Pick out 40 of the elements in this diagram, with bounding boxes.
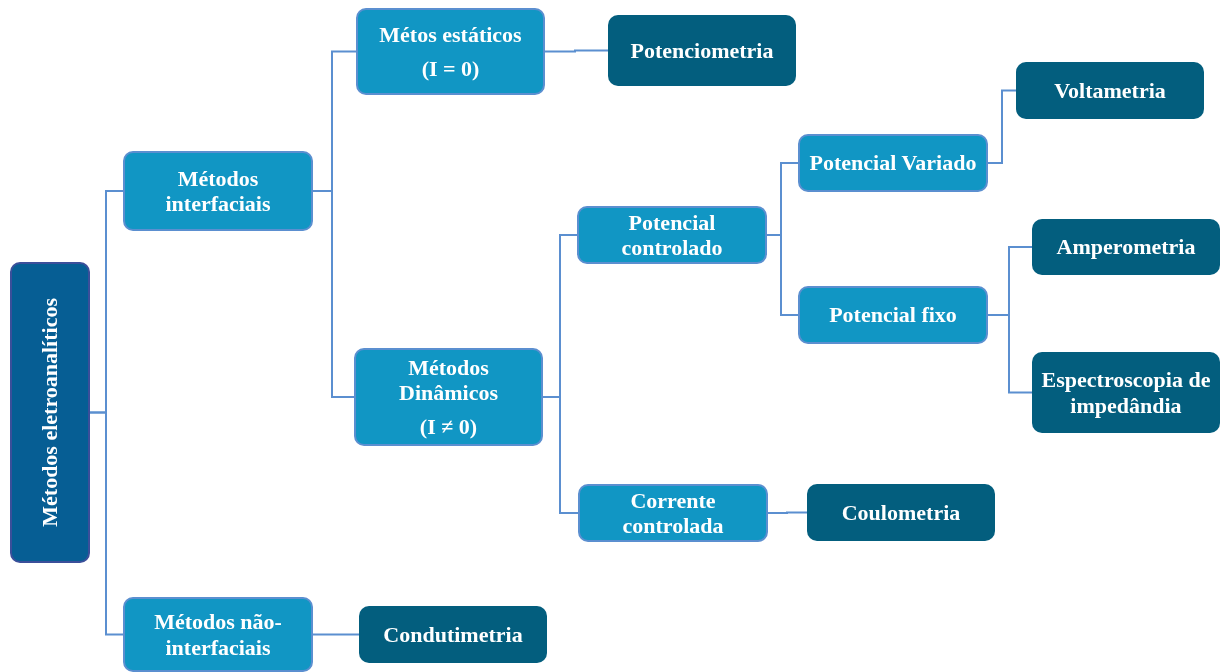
method-box <box>1032 219 1220 275</box>
category-box <box>356 8 545 95</box>
method-box <box>1016 62 1204 119</box>
box-label: Espectroscopia de impedândia <box>1040 367 1212 418</box>
method-box <box>807 484 995 541</box>
box-label: Potencial Variado <box>809 150 977 176</box>
connector-line <box>312 190 355 398</box>
box-label: Métodos não-interfaciais <box>153 609 283 660</box>
category-box <box>577 206 767 264</box>
connector-line <box>987 314 1033 394</box>
box-label: Voltametria <box>1054 77 1166 104</box>
connector-line <box>766 234 799 316</box>
root-box <box>10 262 90 563</box>
category-box <box>798 286 988 344</box>
box-label: Corrente controlada <box>621 487 725 539</box>
category-box <box>798 134 988 192</box>
box-label: Métodos Dinâmicos <box>398 355 499 406</box>
box-label: (I = 0) <box>421 55 480 81</box>
method-box <box>359 606 547 663</box>
connector-line <box>544 49 609 53</box>
category-box <box>123 597 313 672</box>
method-box <box>1032 352 1220 433</box>
connector-line <box>312 633 360 636</box>
box-label: Métodos eletroanalíticos <box>37 298 63 527</box>
box-label: Potencial controlado <box>620 209 724 261</box>
box-label: Amperometria <box>1056 234 1196 260</box>
box-label: Coulometria <box>841 499 961 526</box>
box-label: Potenciometria <box>630 37 774 64</box>
box-label: Condutimetria <box>383 621 523 648</box>
category-box <box>123 151 313 231</box>
connector-line <box>89 411 124 636</box>
connector-line <box>987 89 1017 164</box>
box-label: Métodos interfaciais <box>164 165 272 217</box>
connector-line <box>767 511 808 514</box>
method-box <box>608 15 796 86</box>
box-label: Métos estáticos <box>379 22 522 48</box>
box-label: (I ≠ 0) <box>419 413 478 439</box>
category-box <box>354 348 543 446</box>
box-label: Potencial fixo <box>829 302 957 328</box>
category-box <box>578 484 768 542</box>
